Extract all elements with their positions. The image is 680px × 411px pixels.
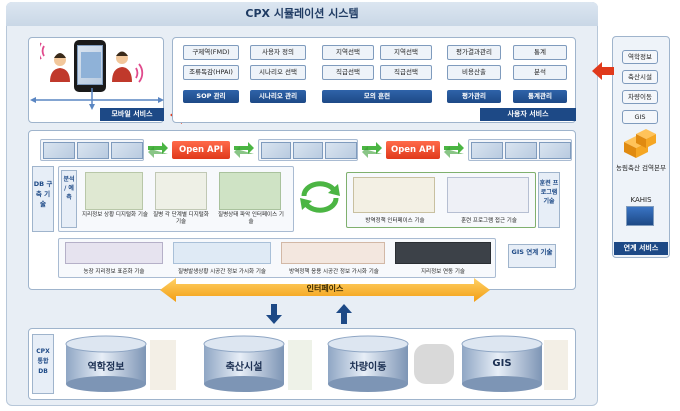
linked-service-bar: 연계 서비스 [614, 242, 668, 255]
analysis-prediction-group: 분석 / 예측 지리정보 상황 디지털화 기술 질병 각 단계별 디지털화 기술… [58, 166, 294, 232]
training-image-1 [353, 177, 435, 213]
api-screen-group-2 [258, 139, 358, 161]
gis-caption-2: 질병발생상황 시공간 정보 가시화 기술 [178, 269, 266, 275]
linked-org-quarantine: 농림축산 검역본부 [616, 164, 666, 172]
menu-item-rank-select-1[interactable]: 직급선택 [322, 65, 374, 80]
linked-item-gis: GIS [622, 110, 658, 124]
db-label-vehicle-movement: 차량이동 [349, 362, 387, 373]
db-construction-label: DB 구축 기술 [32, 166, 54, 232]
gis-image-2 [173, 242, 271, 264]
green-exchange-arrow-4 [444, 142, 464, 158]
gis-linkage-label: GIS 연계 기술 [508, 244, 556, 268]
gis-technology-group: 농장 지리정보 표준화 기술 질병발생상황 시공간 정보 가시화 기술 방역정책… [58, 238, 496, 278]
mobile-connector-arrows [30, 88, 164, 110]
analysis-image-2 [155, 172, 207, 210]
orange-blocks-icon [624, 129, 656, 158]
db-label-gis: GIS [492, 358, 512, 369]
evaluation-management-button[interactable]: 평가관리 [447, 90, 501, 103]
linked-item-epidemiology: 역학정보 [622, 50, 658, 64]
scenario-management-button[interactable]: 시나리오 관리 [250, 90, 306, 103]
user-person-icon [40, 42, 70, 82]
linked-item-vehicle-movement: 차량이동 [622, 90, 658, 104]
system-title: CPX 시뮬레이션 시스템 [6, 2, 598, 26]
linked-org-kahis: KAHIS [630, 196, 652, 204]
analysis-image-1 [85, 172, 143, 210]
smartphone-icon [74, 40, 106, 92]
interface-arrow [160, 278, 490, 302]
training-image-2 [447, 177, 529, 213]
gis-image-4 [395, 242, 491, 264]
green-exchange-arrow-1 [148, 142, 168, 158]
menu-item-region-select-1[interactable]: 지역선택 [322, 45, 374, 60]
mobile-service-bar: 모바일 서비스 [100, 108, 164, 121]
green-exchange-arrow-2 [234, 142, 254, 158]
db-map-thumbnail-3 [544, 340, 568, 390]
sop-management-button[interactable]: SOP 관리 [183, 90, 239, 103]
gis-image-1 [65, 242, 163, 264]
db-map-thumbnail-2 [288, 340, 312, 390]
open-api-block-1: Open API [172, 141, 230, 159]
db-label-epidemiology: 역학정보 [87, 362, 125, 373]
kahis-monitor-icon [626, 206, 654, 226]
db-cylinder-livestock-facility [203, 335, 285, 392]
menu-item-rank-select-2[interactable]: 직급선택 [380, 65, 432, 80]
gis-caption-1: 농장 지리정보 표준화 기술 [83, 269, 145, 275]
menu-item-region-select-2[interactable]: 지역선택 [380, 45, 432, 60]
green-cycle-arrows-icon [300, 181, 340, 213]
training-caption-2: 훈련 프로그램 접근 기술 [461, 218, 517, 224]
training-caption-1: 방역정책 인터페이스 기술 [365, 218, 425, 224]
db-label-livestock-facility: 축산시설 [225, 362, 263, 373]
open-api-block-2: Open API [386, 141, 440, 159]
menu-item-fmd[interactable]: 구제역(FMD) [183, 45, 239, 60]
gis-caption-4: 지리정보 연동 기술 [421, 269, 465, 275]
menu-item-user-defined[interactable]: 사용자 정의 [250, 45, 306, 60]
training-program-label: 훈련 프로그램 기술 [538, 172, 560, 228]
cpx-integrated-db-label: CPX 통합 DB [32, 334, 54, 394]
analysis-prediction-label: 분석 / 예측 [61, 170, 77, 228]
gis-caption-3: 방역정책 응용 시공간 정보 가시화 기술 [289, 269, 379, 275]
analysis-caption-3: 질병상태 파악 인터페이스 기술 [218, 212, 284, 225]
green-exchange-arrow-3 [362, 142, 382, 158]
interface-label: 인터페이스 [306, 284, 344, 293]
db-network-thumbnail [414, 344, 454, 384]
db-map-thumbnail-1 [150, 340, 176, 390]
menu-item-scenario-select[interactable]: 시나리오 선택 [250, 65, 306, 80]
api-screen-group-3 [468, 139, 572, 161]
menu-item-analysis[interactable]: 분석 [513, 65, 567, 80]
analysis-caption-1: 지리정보 상황 디지털화 기술 [82, 212, 148, 218]
red-arrow-left-icon-2 [592, 62, 614, 80]
gis-image-3 [281, 242, 385, 264]
menu-item-cost-calculation[interactable]: 비용산출 [447, 65, 501, 80]
menu-item-statistics[interactable]: 통계 [513, 45, 567, 60]
db-cylinder-epidemiology [65, 335, 147, 392]
up-arrow-icon [336, 304, 352, 324]
db-cylinder-gis [461, 335, 543, 392]
training-program-group: 방역정책 인터페이스 기술 훈련 프로그램 접근 기술 [346, 172, 536, 228]
database-cylinders [65, 335, 568, 392]
doctor-person-icon [112, 51, 144, 83]
db-cylinder-vehicle-movement [327, 335, 409, 392]
user-service-bar: 사용자 서비스 [480, 108, 576, 121]
linked-item-livestock-facility: 축산시설 [622, 70, 658, 84]
down-arrow-icon [266, 304, 282, 324]
analysis-image-3 [219, 172, 281, 210]
menu-item-hpai[interactable]: 조류독감(HPAI) [183, 65, 239, 80]
api-screen-group-1 [40, 139, 144, 161]
statistics-management-button[interactable]: 통계관리 [513, 90, 567, 103]
mock-training-button[interactable]: 모의 훈련 [322, 90, 432, 103]
analysis-caption-2: 질병 각 단계별 디지털화 기술 [153, 212, 209, 225]
menu-item-evaluation-results[interactable]: 평가결과관리 [447, 45, 501, 60]
